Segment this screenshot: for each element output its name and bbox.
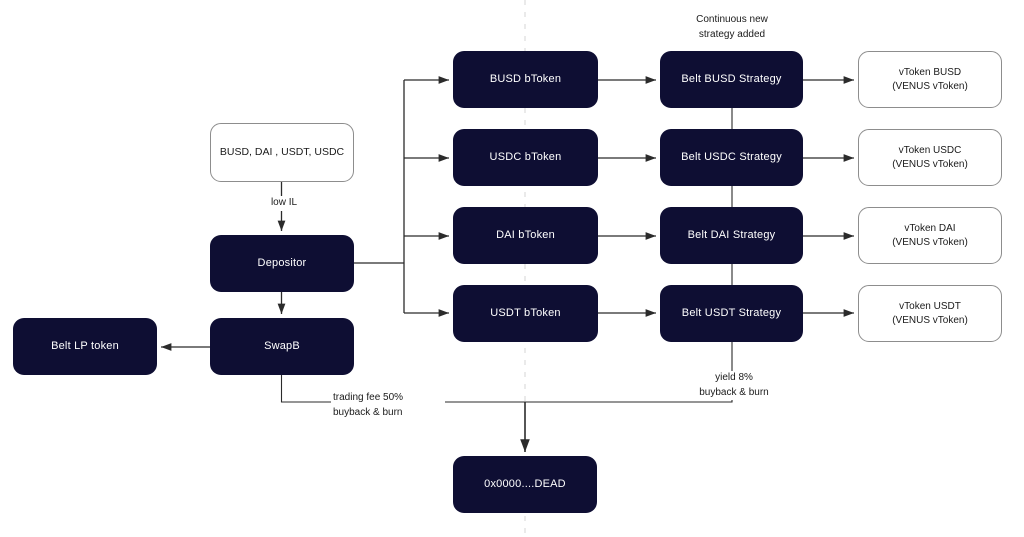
node-vtoken-usdc-line1: vToken USDC xyxy=(898,145,962,156)
node-depositor-label: Depositor xyxy=(257,257,307,270)
node-strategy-usdt-label: Belt USDT Strategy xyxy=(681,307,782,320)
node-btoken-usdt-label: USDT bToken xyxy=(490,307,561,320)
node-assets-input[interactable]: BUSD, DAI , USDT, USDC xyxy=(210,123,354,182)
node-strategy-usdc-label: Belt USDC Strategy xyxy=(681,151,782,164)
node-btoken-busd-label: BUSD bToken xyxy=(489,73,562,86)
node-vtoken-usdt-line2: (VENUS vToken) xyxy=(892,314,968,326)
node-strategy-busd[interactable]: Belt BUSD Strategy xyxy=(660,51,803,108)
node-vtoken-usdt-line1: vToken USDT xyxy=(899,301,961,312)
node-vtoken-usdc-line2: (VENUS vToken) xyxy=(892,158,968,170)
node-btoken-usdt[interactable]: USDT bToken xyxy=(453,285,598,342)
node-vtoken-usdt[interactable]: vToken USDT (VENUS vToken) xyxy=(858,285,1002,342)
node-strategy-usdt[interactable]: Belt USDT Strategy xyxy=(660,285,803,342)
node-assets-input-label: BUSD, DAI , USDT, USDC xyxy=(219,146,345,159)
edge-label-yield: yield 8% buyback & burn xyxy=(686,371,782,400)
node-strategy-usdc[interactable]: Belt USDC Strategy xyxy=(660,129,803,186)
edge-label-low-il: low IL xyxy=(256,196,312,211)
node-strategy-busd-label: Belt BUSD Strategy xyxy=(681,73,782,86)
node-vtoken-dai[interactable]: vToken DAI (VENUS vToken) xyxy=(858,207,1002,264)
node-btoken-usdc[interactable]: USDC bToken xyxy=(453,129,598,186)
node-vtoken-dai-line1: vToken DAI xyxy=(904,223,956,234)
node-dead-address[interactable]: 0x0000....DEAD xyxy=(453,456,597,513)
node-vtoken-dai-line2: (VENUS vToken) xyxy=(892,236,968,248)
node-swapb-label: SwapB xyxy=(264,340,300,353)
note-continuous-strategy: Continuous new strategy added xyxy=(696,14,768,40)
node-btoken-busd[interactable]: BUSD bToken xyxy=(453,51,598,108)
edge-label-trading-fee: trading fee 50% buyback & burn xyxy=(331,391,445,420)
node-vtoken-usdc[interactable]: vToken USDC (VENUS vToken) xyxy=(858,129,1002,186)
node-dead-address-label: 0x0000....DEAD xyxy=(484,478,566,491)
node-swapb[interactable]: SwapB xyxy=(210,318,354,375)
node-btoken-dai-label: DAI bToken xyxy=(496,229,555,242)
node-belt-lp-token-label: Belt LP token xyxy=(51,340,119,353)
node-strategy-dai-label: Belt DAI Strategy xyxy=(687,229,776,242)
node-strategy-dai[interactable]: Belt DAI Strategy xyxy=(660,207,803,264)
node-depositor[interactable]: Depositor xyxy=(210,235,354,292)
node-belt-lp-token[interactable]: Belt LP token xyxy=(13,318,157,375)
node-btoken-dai[interactable]: DAI bToken xyxy=(453,207,598,264)
node-vtoken-busd-line2: (VENUS vToken) xyxy=(892,80,968,92)
node-btoken-usdc-label: USDC bToken xyxy=(489,151,562,164)
node-vtoken-busd[interactable]: vToken BUSD (VENUS vToken) xyxy=(858,51,1002,108)
node-vtoken-busd-line1: vToken BUSD xyxy=(898,67,962,78)
